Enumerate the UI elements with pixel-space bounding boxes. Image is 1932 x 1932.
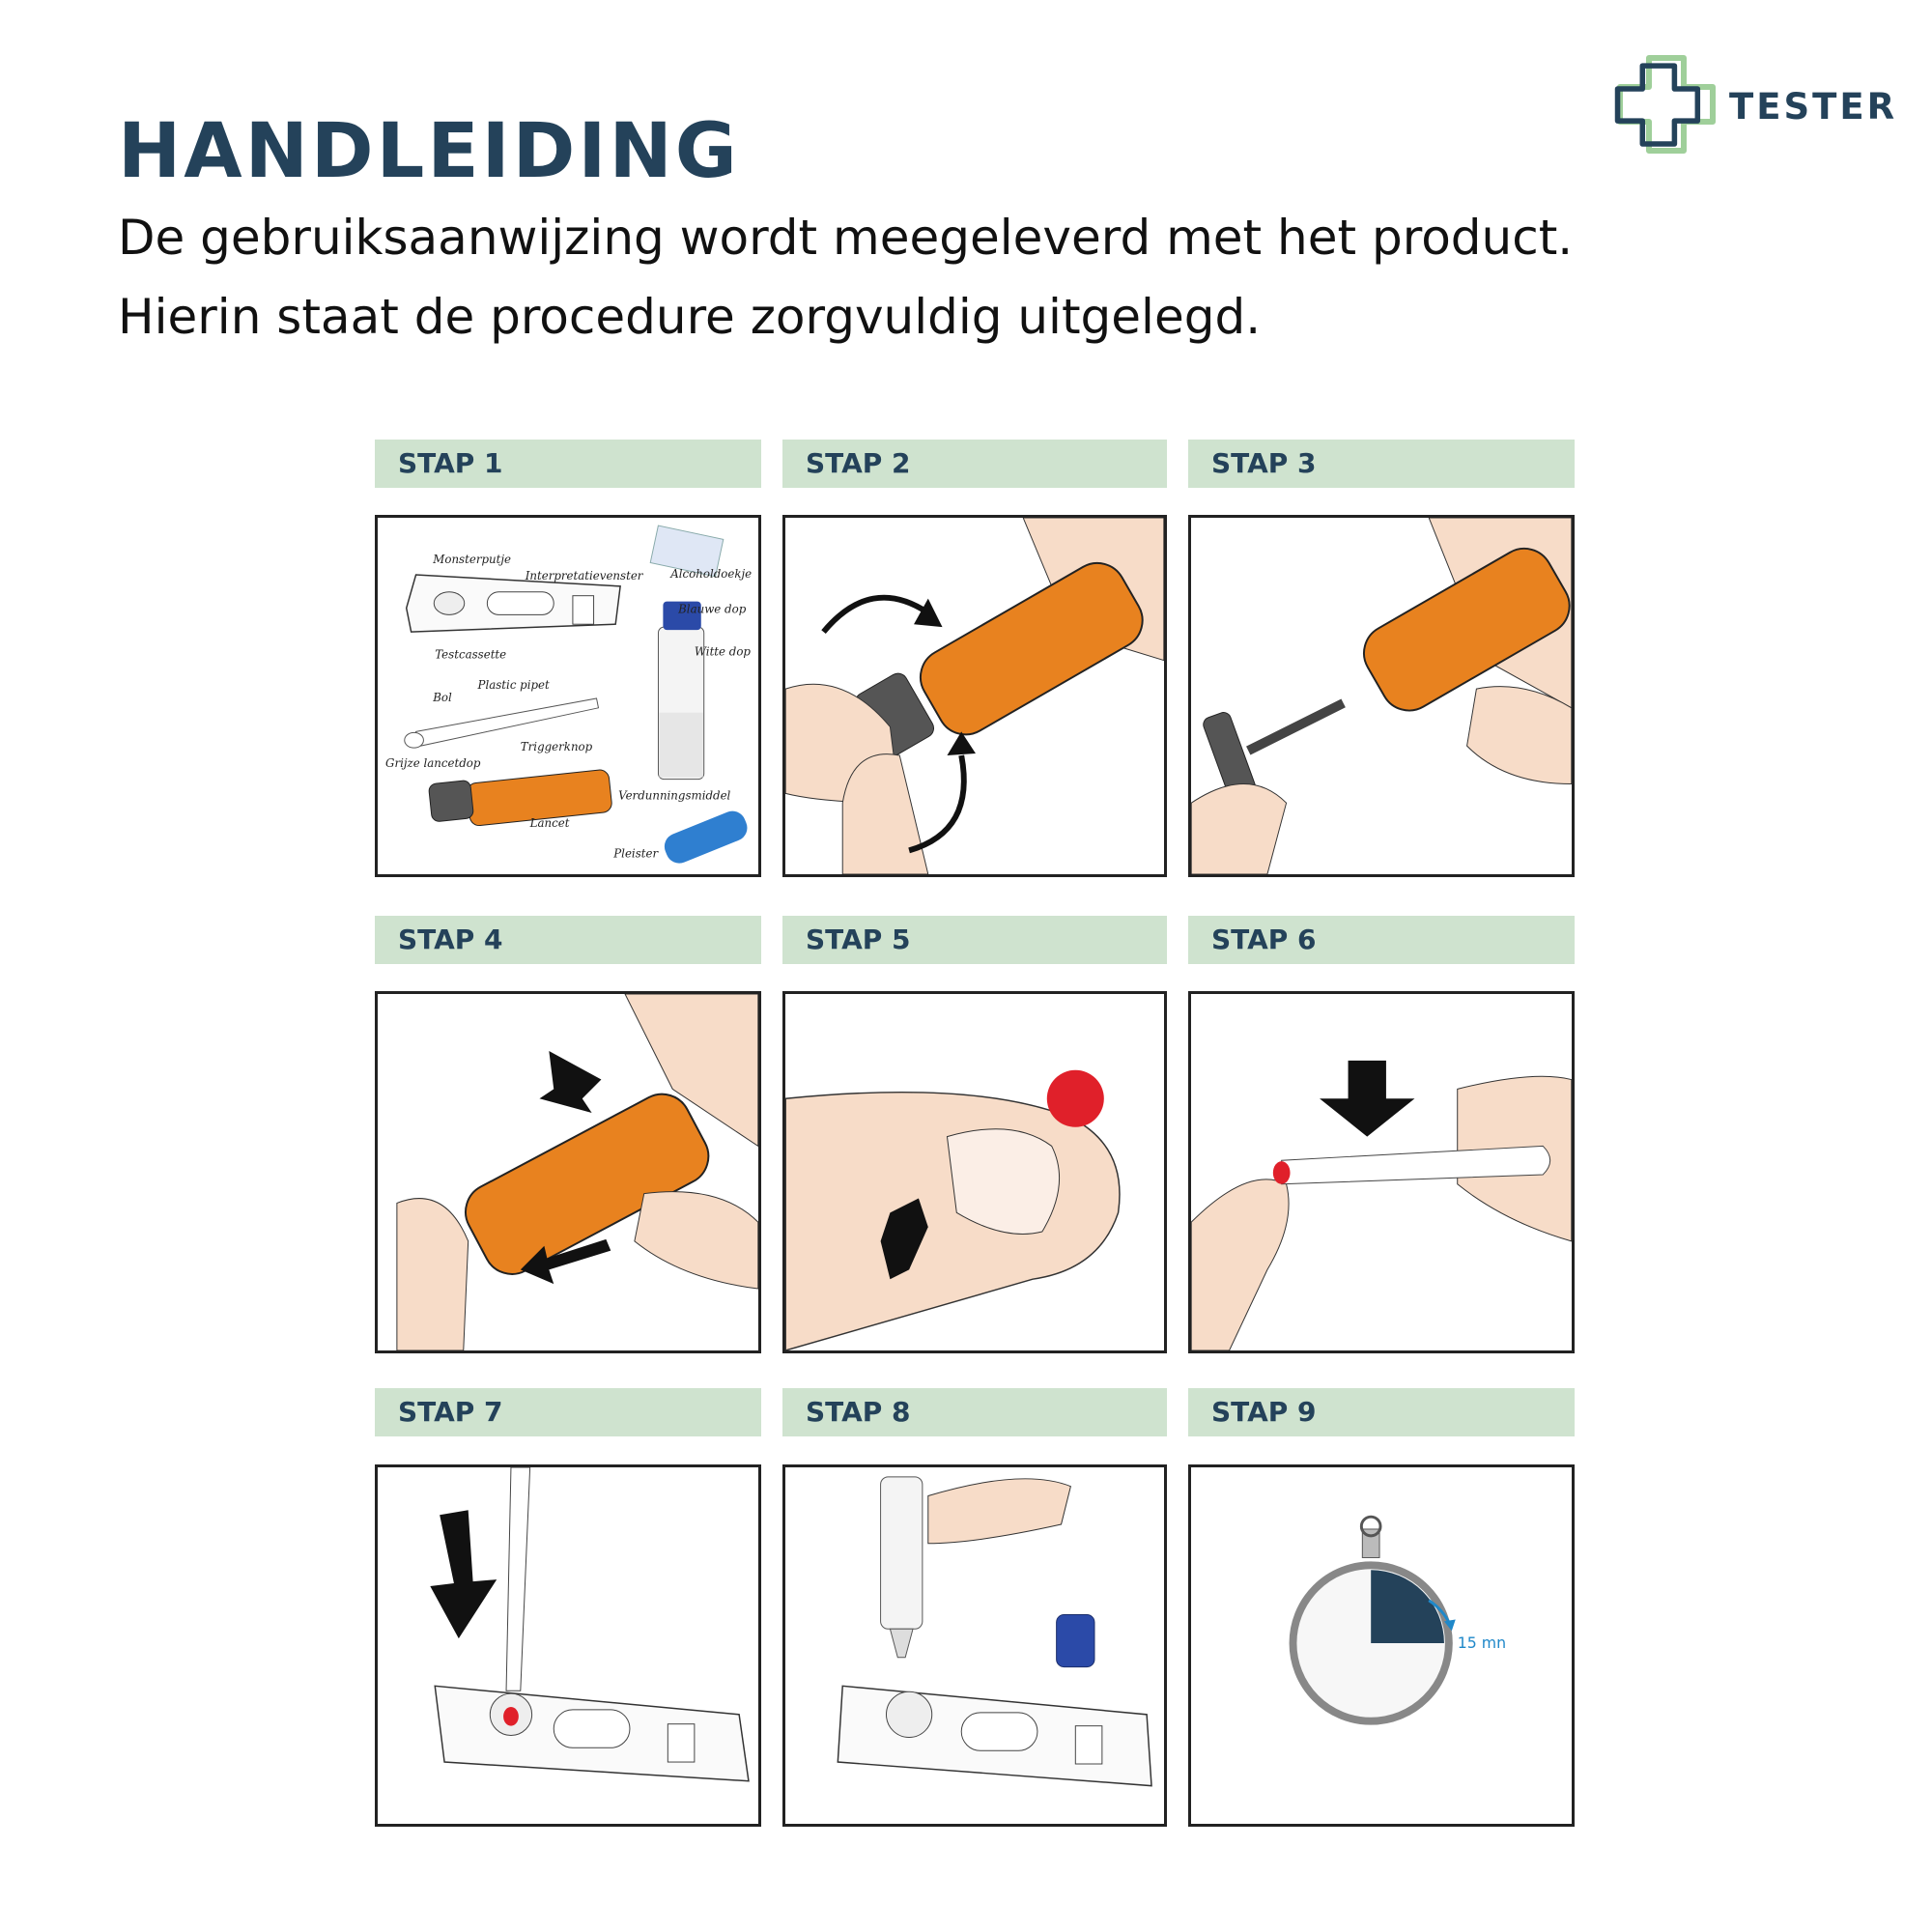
- label-alcoholdoekje: Alcoholdoekje: [669, 567, 752, 581]
- step-5-label: STAP 5: [782, 916, 1167, 964]
- label-pleister: Pleister: [612, 846, 659, 860]
- step-7-label: STAP 7: [375, 1388, 761, 1436]
- label-plastic-pipet: Plastic pipet: [477, 678, 551, 692]
- page-subtitle: De gebruiksaanwijzing wordt meegeleverd …: [118, 210, 1574, 345]
- label-grijze-lancetdop: Grijze lancetdop: [385, 756, 481, 770]
- page-title: HANDLEIDING: [118, 108, 740, 195]
- cross-outline-icon: [1614, 55, 1716, 154]
- step-1-label: STAP 1: [375, 440, 761, 488]
- blood-drop-finger-icon: [785, 1069, 1121, 1350]
- step-3-panel: [1188, 515, 1575, 877]
- timer-label: 15 mn: [1458, 1634, 1506, 1652]
- step-3-label: STAP 3: [1188, 440, 1575, 488]
- label-monsterputje: Monsterputje: [432, 553, 511, 566]
- add-diluent-icon: [837, 1476, 1152, 1787]
- step-7-panel: [375, 1464, 761, 1827]
- label-blauwe-dop: Blauwe dop: [677, 602, 747, 615]
- step-1-panel: Monsterputje Interpretatievenster Alcoho…: [375, 515, 761, 877]
- label-triggerknop: Triggerknop: [521, 740, 593, 753]
- step-4-panel: [375, 991, 761, 1353]
- step-6-label: STAP 6: [1188, 916, 1575, 964]
- step-9-panel: 15 mn: [1188, 1464, 1575, 1827]
- step-9-label: STAP 9: [1188, 1388, 1575, 1436]
- step-2-label: STAP 2: [782, 440, 1167, 488]
- label-bol: Bol: [432, 691, 452, 704]
- label-interpretatievenster: Interpretatievenster: [525, 569, 644, 582]
- remove-cap-icon: [1191, 518, 1572, 874]
- label-lancet: Lancet: [529, 816, 570, 830]
- label-testcassette: Testcassette: [435, 648, 506, 662]
- step-4-label: STAP 4: [375, 916, 761, 964]
- pipette-collect-icon: [1191, 1060, 1572, 1350]
- step-8-panel: [782, 1464, 1167, 1827]
- timer-icon: [1289, 1515, 1456, 1725]
- step-8-label: STAP 8: [782, 1388, 1167, 1436]
- press-lancet-icon: [396, 994, 758, 1350]
- step-6-panel: [1188, 991, 1575, 1353]
- kit-contents-icon: [404, 525, 748, 864]
- brand-name: TESTER: [1729, 86, 1898, 128]
- label-witte-dop: Witte dop: [695, 645, 752, 659]
- step-5-panel: [782, 991, 1167, 1353]
- twist-cap-icon: [785, 518, 1164, 874]
- brand-logo: TESTER: [1608, 50, 1898, 166]
- step-2-panel: [782, 515, 1167, 877]
- apply-blood-cassette-icon: [430, 1467, 750, 1782]
- label-verdunningsmiddel: Verdunningsmiddel: [618, 788, 730, 802]
